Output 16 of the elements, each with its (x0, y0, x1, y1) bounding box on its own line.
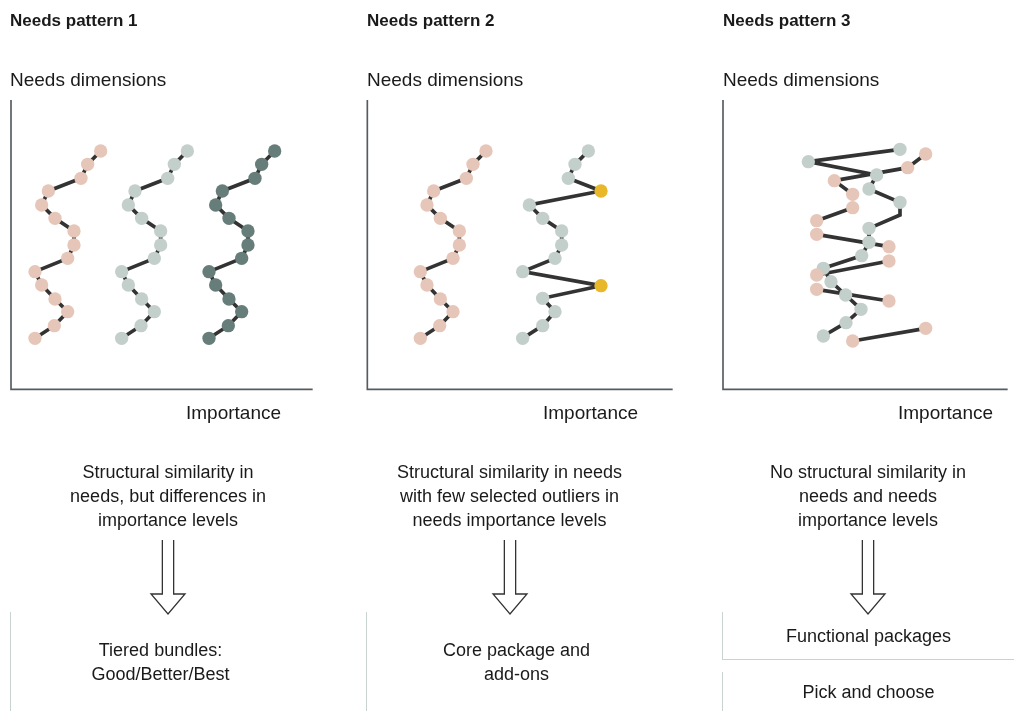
axis-label: Needs dimensions (723, 68, 880, 92)
description-text: Structural similarity in needs, but differences in importance levels (53, 460, 283, 540)
axis-label: Needs dimensions (367, 68, 524, 92)
panel-title: Needs pattern 3 (723, 10, 851, 32)
description-text: No structural similarity in needs and needs importance levels (757, 460, 979, 540)
axis-label: Importance (543, 401, 639, 425)
outcome-box: Core package and add-ons (366, 612, 666, 711)
panel-title: Needs pattern 2 (367, 10, 495, 32)
axis-label: Importance (186, 401, 282, 425)
axis-label: Importance (898, 401, 994, 425)
outcome-box: Functional packages (722, 612, 1014, 660)
outcome-box: Tiered bundles: Good/Better/Best (10, 612, 310, 711)
outcome-box: Pick and choose (722, 672, 1014, 711)
panel-title: Needs pattern 1 (10, 10, 138, 32)
axis-label: Needs dimensions (10, 68, 167, 92)
description-text: Structural similarity in needs with few selected outliers in needs importance levels (382, 460, 637, 540)
